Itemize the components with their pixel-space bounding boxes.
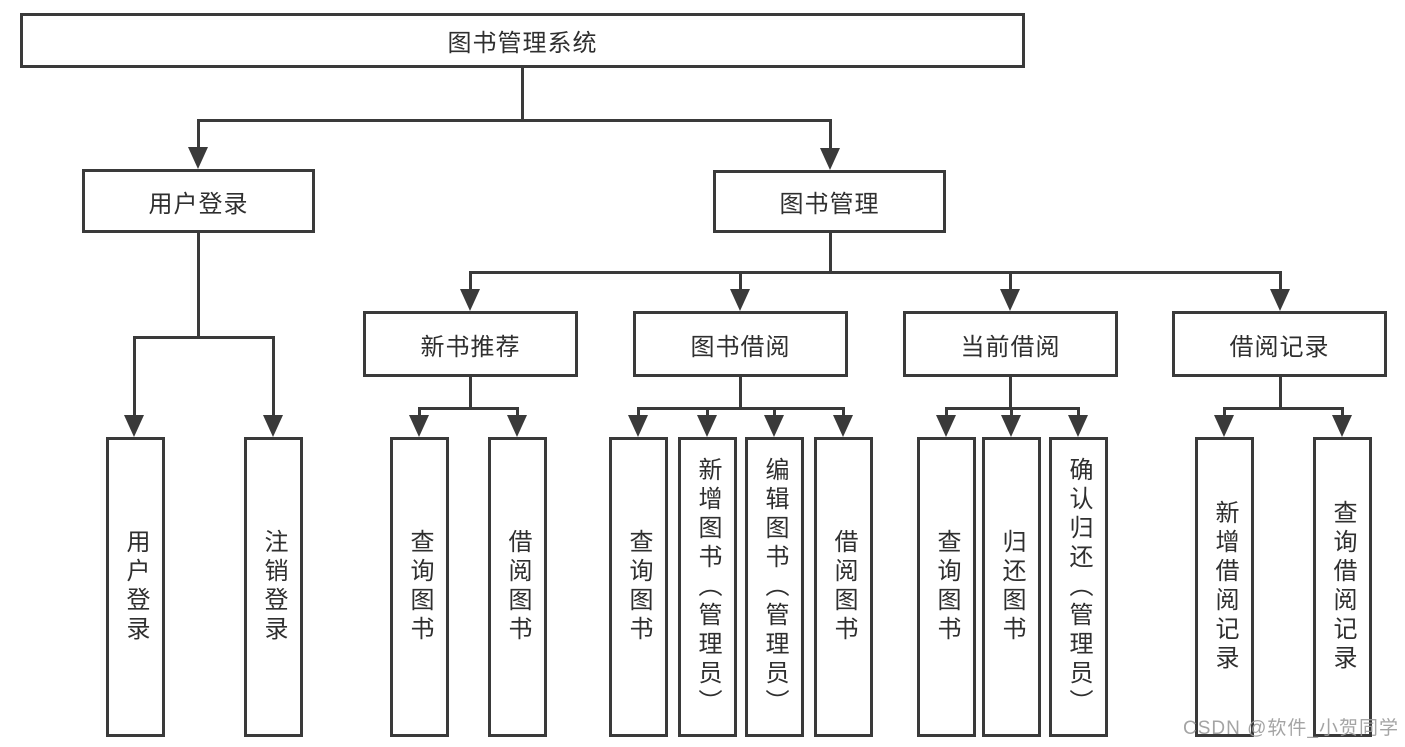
node-label: 当前借阅 (960, 333, 1061, 361)
node-user-login: 用户登录 (82, 169, 315, 233)
connector-vertical (1009, 407, 1013, 421)
node-new-book-recommend: 新书推荐 (363, 311, 578, 377)
connector-vertical (1278, 271, 1282, 291)
connector-root-stem (520, 66, 524, 121)
node-label: 图书管理系统 (447, 30, 598, 57)
arrow-down-icon (1214, 415, 1234, 437)
arrow-down-icon (1270, 289, 1290, 311)
connector-vertical (705, 407, 709, 421)
leaf-label: 查询图书 (406, 529, 433, 645)
node-label: 图书管理 (779, 191, 880, 218)
leaf-query-borrow-record: 查询借阅记录 (1312, 437, 1372, 737)
node-book-management: 图书管理 (713, 170, 946, 233)
connector-vertical (944, 407, 948, 421)
leaf-return-book: 归还图书 (981, 437, 1041, 737)
leaf-label: 归还图书 (998, 529, 1025, 645)
leaf-borrow-book: 借阅图书 (487, 437, 547, 737)
connector-borrow-record-stem (1278, 375, 1282, 409)
arrow-down-icon (1332, 415, 1352, 437)
arrow-down-icon (628, 415, 648, 437)
leaf-label: 编辑图书（管理员） (761, 456, 788, 718)
leaf-label: 注销登录 (260, 529, 287, 645)
connector-vertical (271, 336, 275, 416)
connector-vertical (132, 336, 136, 416)
connector-vertical (515, 407, 519, 421)
connector-vertical (772, 407, 776, 421)
connector-vertical (636, 407, 640, 421)
leaf-confirm-return-admin: 确认归还（管理员） (1048, 437, 1108, 737)
node-current-borrow: 当前借阅 (903, 311, 1118, 377)
arrow-down-icon (730, 289, 750, 311)
node-library-management-system: 图书管理系统 (20, 13, 1025, 68)
leaf-label: 确认归还（管理员） (1065, 456, 1092, 718)
connector-vertical (468, 271, 472, 291)
leaf-label: 查询图书 (933, 529, 960, 645)
arrow-down-icon (936, 415, 956, 437)
connector-vertical (196, 119, 200, 149)
arrow-down-icon (697, 415, 717, 437)
arrow-down-icon (124, 415, 144, 437)
arrow-down-icon (460, 289, 480, 311)
leaf-label: 查询图书 (625, 529, 652, 645)
connector-vertical (1008, 271, 1012, 291)
connector-vertical (417, 407, 421, 421)
connector-vertical (738, 271, 742, 291)
leaf-logout-login: 注销登录 (243, 437, 303, 737)
node-book-borrow: 图书借阅 (633, 311, 848, 377)
arrow-down-icon (188, 147, 208, 169)
connector-current-borrow-stem (1008, 375, 1012, 409)
csdn-watermark: CSDN @软件_小贺同学 (1183, 718, 1399, 739)
connector-book-borrow-split (636, 407, 845, 410)
connector-borrow-record-split (1222, 407, 1344, 410)
leaf-query-book: 查询图书 (916, 437, 976, 737)
node-label: 用户登录 (148, 190, 249, 218)
arrow-down-icon (820, 148, 840, 170)
arrow-down-icon (833, 415, 853, 437)
arrow-down-icon (507, 415, 527, 437)
leaf-query-book: 查询图书 (389, 437, 449, 737)
arrow-down-icon (263, 415, 283, 437)
leaf-add-book-admin: 新增图书（管理员） (677, 437, 737, 737)
node-label: 新书推荐 (420, 333, 521, 361)
arrow-down-icon (1000, 289, 1020, 311)
leaf-label: 新增图书（管理员） (694, 456, 721, 718)
node-label: 借阅记录 (1229, 333, 1330, 361)
connector-vertical (1076, 407, 1080, 421)
leaf-borrow-book: 借阅图书 (813, 437, 873, 737)
leaf-user-login: 用户登录 (105, 437, 165, 737)
leaf-label: 用户登录 (122, 529, 149, 645)
connector-vertical (1340, 407, 1344, 421)
connector-book-mgmt-stem (828, 231, 832, 274)
arrow-down-icon (409, 415, 429, 437)
connector-book-mgmt-split (468, 271, 1282, 274)
connector-book-borrow-stem (738, 375, 742, 409)
connector-vertical (1222, 407, 1226, 421)
connector-user-login-split (132, 336, 275, 339)
connector-root-split (197, 119, 832, 122)
connector-vertical (828, 119, 832, 150)
leaf-label: 借阅图书 (504, 529, 531, 645)
leaf-label: 借阅图书 (830, 529, 857, 645)
arrow-down-icon (764, 415, 784, 437)
connector-user-login-stem (196, 231, 200, 338)
leaf-edit-book-admin: 编辑图书（管理员） (744, 437, 804, 737)
arrow-down-icon (1001, 415, 1021, 437)
node-label: 图书借阅 (690, 333, 791, 361)
leaf-label: 查询借阅记录 (1329, 500, 1356, 674)
connector-new-book-split (417, 407, 519, 410)
node-borrow-record: 借阅记录 (1172, 311, 1387, 377)
connector-vertical (841, 407, 845, 421)
connector-new-book-stem (468, 375, 472, 409)
leaf-label: 新增借阅记录 (1211, 500, 1238, 674)
arrow-down-icon (1068, 415, 1088, 437)
leaf-query-book: 查询图书 (608, 437, 668, 737)
leaf-add-borrow-record: 新增借阅记录 (1194, 437, 1254, 737)
